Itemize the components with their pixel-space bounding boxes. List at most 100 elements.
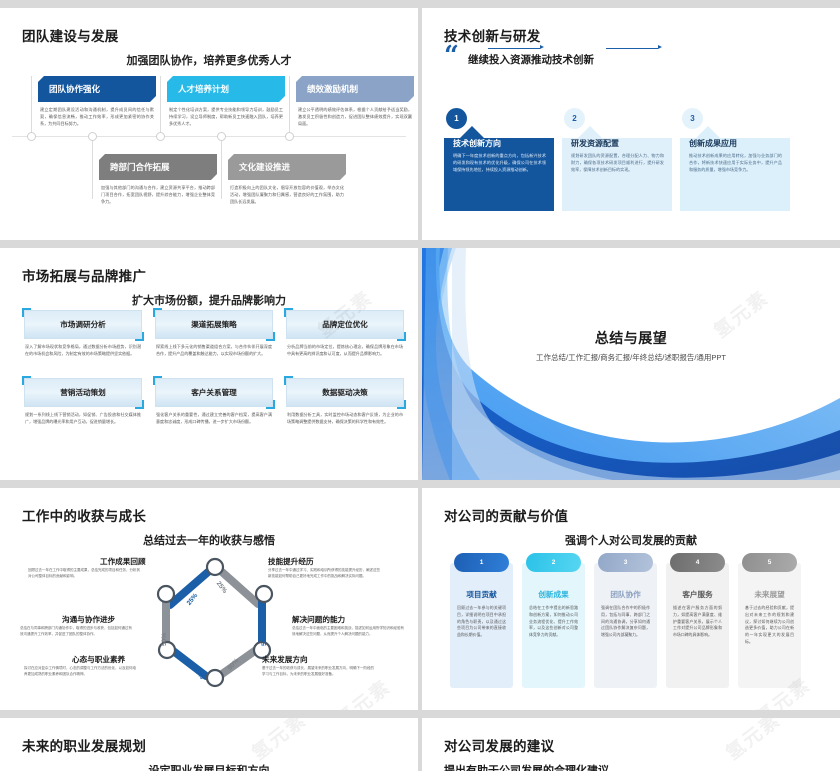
card-body: 利用数据分析工具，实时监控市场动态和客户反馈，为企业的市场策略调整提供数据支持，…: [287, 412, 403, 424]
card-title-box: 数据驱动决策: [284, 376, 406, 409]
cover-background-art: [422, 248, 840, 480]
card-body: 总结在工作中提出的新思路和创新方案，如何推动公司业务流程优化、提升工作效率，以及…: [529, 605, 578, 638]
corner-bracket-icon: [284, 308, 293, 317]
market-card[interactable]: 客户关系管理 强化客户关系的重要性，通过建立完善的客户档案，提高客户满意度和忠诚…: [153, 376, 275, 426]
card-title: 绩效激励机制: [296, 76, 414, 102]
watermark: 氢元素: [721, 718, 786, 765]
card-number-badge: 3: [598, 553, 653, 572]
slide-title: 未来的职业发展规划: [22, 739, 147, 754]
card-body: 建立定期团队建设活动和沟通机制，提升成员间的信任与默契，确保信息流畅，推动工作效…: [40, 107, 154, 126]
hexagon-body: 探讨在应对复杂工作情境时，心态的调整与工作方法的优化，以及如何培养更加成熟的职业…: [24, 666, 136, 676]
team-card[interactable]: 跨部门合作拓展 加强与其他部门的沟通与合作，建立资源共享平台，推动跨部门项目合作…: [99, 154, 217, 205]
hexagon-percent: 50%: [261, 632, 269, 647]
step-number-badge: 3: [682, 108, 703, 129]
card-title: 客户关系管理: [191, 388, 237, 397]
hexagon-label: 工作成果回顾: [100, 557, 146, 566]
step-panel-shape: [680, 126, 790, 211]
corner-bracket-icon: [135, 332, 144, 341]
market-card[interactable]: 市场调研分析 深入了解市场现状和竞争格局，通过数据分析市场趋势，识别潜在的市场机…: [22, 308, 144, 358]
card-title: 文化建设推进: [228, 154, 346, 180]
card-body: 打造积极向上的团队文化，倡导开放包容的价值观，举办文化活动，增强团队凝聚力和归属…: [230, 185, 344, 204]
team-card[interactable]: 绩效激励机制 建立公平透明的绩效评估体系，根据个人贡献给予适当奖励，激发员工积极…: [296, 76, 414, 127]
hexagon-body: 总结在与同事和跨部门沟通协作中，取得的进步与收获，包括如何通过有效沟通提升工作效…: [20, 626, 132, 636]
card-body: 探索线上线下多元化的销售渠道组合方案，与合作伙伴开展深度合作，提升产品的覆盖和触…: [156, 344, 272, 356]
market-card[interactable]: 渠道拓展策略 探索线上线下多元化的销售渠道组合方案，与合作伙伴开展深度合作，提升…: [153, 308, 275, 358]
slide-subtitle: 继续投入资源推动技术创新: [468, 54, 594, 66]
step-title: 技术创新方向: [453, 139, 501, 148]
timeline-dot: [27, 132, 36, 141]
card-title-box: 品牌定位优化: [284, 308, 406, 341]
step-title: 创新成果应用: [689, 139, 737, 148]
card-body: 描述在客户服务方面的努力，如提高客户满意度、维护重要客户关系，展示个人工作对提升…: [673, 605, 722, 638]
corner-bracket-icon: [153, 376, 162, 385]
contribution-card[interactable]: 2 创新成果 总结在工作中提出的新思路和创新方案，如何推动公司业务流程优化、提升…: [522, 553, 585, 688]
corner-bracket-icon: [284, 376, 293, 385]
card-number-badge: 2: [526, 553, 581, 572]
corner-bracket-icon: [135, 400, 144, 409]
card-title: 数据驱动决策: [322, 388, 368, 397]
step-number-badge: 1: [446, 108, 467, 129]
hexagon-label: 未来发展方向: [262, 655, 308, 664]
cover-subtitle: 工作总结/工作汇报/商务汇报/年终总结/述职报告/通用PPT: [535, 353, 726, 362]
slide-career-plan[interactable]: 未来的职业发展规划 设定职业发展目标和方向 氢元素: [0, 718, 418, 771]
card-title: 团队协作: [610, 590, 641, 599]
team-card[interactable]: 人才培养计划 制定个性化培训方案，提供专业技能和领导力培训，鼓励员工持续学习，设…: [167, 76, 285, 127]
timeline-stem: [221, 139, 222, 199]
slide-title: 团队建设与发展: [22, 29, 119, 44]
market-card[interactable]: 营销活动策划 规划一系列线上线下营销活动，如促销、广告投放和社交媒体推广，增强品…: [22, 376, 144, 426]
corner-bracket-icon: [397, 332, 406, 341]
slide-market-expansion[interactable]: 市场拓展与品牌推广 扩大市场份额，提升品牌影响力 市场调研分析 深入了解市场现状…: [0, 248, 418, 480]
slide-subtitle: 加强团队协作，培养更多优秀人才: [126, 55, 292, 67]
team-card[interactable]: 文化建设推进 打造积极向上的团队文化，倡导开放包容的价值观，举办文化活动，增强团…: [228, 154, 346, 205]
slide-company-advice[interactable]: 对公司发展的建议 提出有助于公司发展的合理化建议 氢元素: [422, 718, 840, 771]
timeline-dot: [156, 132, 165, 141]
step-panel[interactable]: 创新成果应用 推动技术创新成果的应用转化，加强与业务部门的合作，将新技术快速应用…: [680, 126, 790, 199]
market-card[interactable]: 品牌定位优化 分析品牌当前的市场定位，提炼核心理念，确保品牌形象在市场中具有更高…: [284, 308, 406, 358]
step-body: 规划研发团队的资源配置，合理分配人力、物力和财力，确保各项技术研发项目顺利进行，…: [571, 153, 664, 172]
card-title-box: 客户关系管理: [153, 376, 275, 409]
step-panel-shape: [562, 126, 672, 211]
card-body: 建立公平透明的绩效评估体系，根据个人贡献给予适当奖励，激发员工积极性和创造力，促…: [298, 107, 412, 126]
slide-cover[interactable]: 总结与展望 工作总结/工作汇报/商务汇报/年终总结/述职报告/通用PPT 氢元素: [422, 248, 840, 480]
slide-subtitle: 提出有助于公司发展的合理化建议: [444, 765, 609, 771]
step-panel[interactable]: 技术创新方向 明确下一年度技术创新的重点方向，包括新兴技术的研发和现有技术的优化…: [444, 126, 554, 199]
slide-tech-innovation[interactable]: 技术创新与研发 “ 继续投入资源推动技术创新 1 技术创新方向 明确下一年度技术…: [422, 8, 840, 240]
hexagon-label: 解决问题的能力: [292, 615, 346, 624]
step-arrow-icon: [658, 45, 662, 49]
contribution-card[interactable]: 5 未来展望 基于过去的经验和贡献，提出对未来工作的规划和建议，探讨如何继续为公…: [738, 553, 801, 688]
card-number-badge: 5: [742, 553, 797, 572]
card-body: 回顾过去一年参与的关键项目，详细说明在项目中承担的角色与职责，以及通过这些项目为…: [457, 605, 506, 638]
market-card[interactable]: 数据驱动决策 利用数据分析工具，实时监控市场动态和客户反馈，为企业的市场策略调整…: [284, 376, 406, 426]
quote-icon: “: [444, 41, 459, 71]
card-title: 渠道拓展策略: [191, 320, 237, 329]
team-card[interactable]: 团队协作强化 建立定期团队建设活动和沟通机制，提升成员间的信任与默契，确保信息流…: [38, 76, 156, 127]
card-title: 人才培养计划: [167, 76, 285, 102]
slide-team-building[interactable]: 团队建设与发展 加强团队协作，培养更多优秀人才 团队协作强化 建立定期团队建设活…: [0, 8, 418, 240]
contribution-card[interactable]: 1 项目贡献 回顾过去一年参与的关键项目，详细说明在项目中承担的角色与职责，以及…: [450, 553, 513, 688]
timeline-stem: [289, 76, 290, 134]
card-title: 项目贡献: [466, 590, 497, 599]
timeline-dot: [88, 132, 97, 141]
timeline-dot: [217, 132, 226, 141]
slide-subtitle: 强调个人对公司发展的贡献: [565, 535, 697, 547]
step-connector: [606, 48, 658, 49]
cover-title: 总结与展望: [594, 330, 668, 346]
step-panel[interactable]: 研发资源配置 规划研发团队的资源配置，合理分配人力、物力和财力，确保各项技术研发…: [562, 126, 672, 199]
timeline-stem: [160, 76, 161, 134]
hexagon-label: 沟通与协作进步: [62, 615, 116, 624]
slide-subtitle: 总结过去一年的收获与感悟: [143, 535, 275, 547]
contribution-card[interactable]: 3 团队协作 强调在团队合作中的积极作用，包括与同事、跨部门之间的沟通协调，分享…: [594, 553, 657, 688]
card-title: 市场调研分析: [60, 320, 106, 329]
slide-growth[interactable]: 工作中的收获与成长 总结过去一年的收获与感悟: [0, 488, 418, 710]
timeline-dot: [285, 132, 294, 141]
card-title: 客户服务: [682, 590, 713, 599]
hexagon-label: 技能提升经历: [268, 557, 314, 566]
timeline-stem: [92, 139, 93, 199]
contribution-card[interactable]: 4 客户服务 描述在客户服务方面的努力，如提高客户满意度、维护重要客户关系，展示…: [666, 553, 729, 688]
step-number-badge: 2: [564, 108, 585, 129]
card-title: 未来展望: [754, 590, 785, 599]
card-title-box: 市场调研分析: [22, 308, 144, 341]
slide-contribution[interactable]: 对公司的贡献与价值 强调个人对公司发展的贡献 1 项目贡献 回顾过去一年参与的关…: [422, 488, 840, 710]
card-title-box: 渠道拓展策略: [153, 308, 275, 341]
